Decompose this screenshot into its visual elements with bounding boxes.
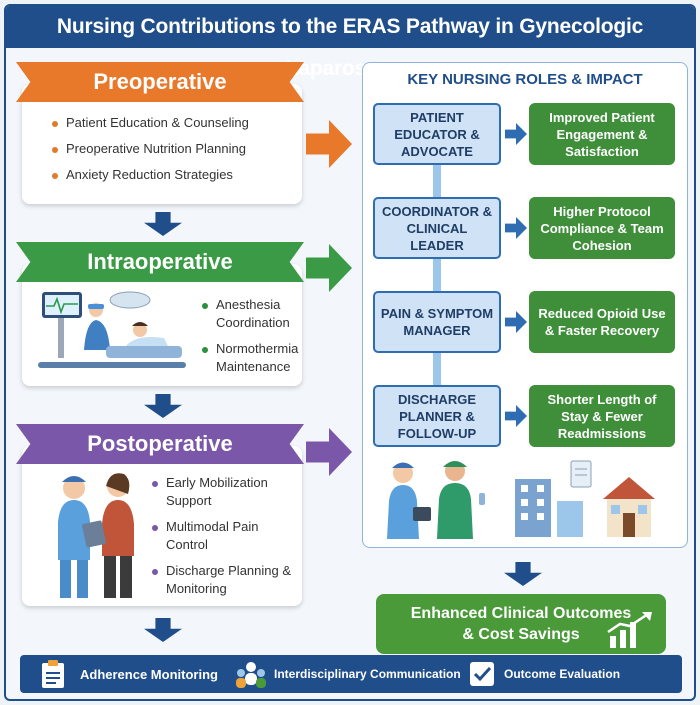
bottom-label: Outcome Evaluation	[504, 667, 621, 681]
intraoperative-card: Anesthesia Coordination Normothermia Mai…	[22, 264, 302, 386]
outcome-line1: Enhanced Clinical Outcomes	[410, 605, 632, 622]
bottom-bar: Adherence Monitoring Interdisciplinary C…	[20, 655, 682, 693]
clipboard-icon	[42, 660, 64, 688]
impact-protocol-compliance: Higher Protocol Compliance & Team Cohesi…	[529, 197, 675, 259]
impact-patient-engagement: Improved Patient Engagement & Satisfacti…	[529, 103, 675, 165]
postoperative-banner: Postoperative	[16, 424, 304, 464]
arrow-right-icon	[505, 405, 527, 427]
preoperative-banner: Preoperative	[16, 62, 304, 102]
down-arrow-icon	[504, 562, 542, 586]
arrow-right-icon	[505, 217, 527, 239]
list-item: Patient Education & Counseling	[50, 114, 249, 132]
bottom-item-evaluation: Outcome Evaluation	[468, 655, 620, 693]
purple-right-arrow-icon	[306, 428, 352, 476]
bottom-label: Interdisciplinary Communication	[274, 667, 461, 681]
role-patient-educator: PATIENT EDUCATOR & ADVOCATE	[373, 103, 501, 165]
arrow-right-icon	[505, 123, 527, 145]
checkbox-icon	[470, 662, 494, 686]
postoperative-bullets: Early Mobilization Support Multimodal Pa…	[150, 474, 300, 606]
bottom-item-adherence: Adherence Monitoring	[40, 655, 218, 693]
growth-chart-icon	[607, 612, 652, 648]
operating-room-illustration	[38, 291, 186, 368]
roles-panel-title: KEY NURSING ROLES & IMPACT	[407, 71, 643, 88]
nurse-patient-illustration	[58, 473, 134, 598]
care-team-illustration	[387, 460, 655, 539]
team-communication-icon	[236, 662, 266, 688]
bottom-label: Adherence Monitoring	[80, 666, 218, 682]
list-item: Normothermia Maintenance	[200, 340, 300, 376]
down-arrow-icon	[144, 212, 182, 236]
list-item: Anxiety Reduction Strategies	[50, 166, 249, 184]
role-coordinator: COORDINATOR & CLINICAL LEADER	[373, 197, 501, 259]
list-item: Discharge Planning & Monitoring	[150, 562, 300, 598]
page-title: Nursing Contributions to the ERAS Pathwa…	[6, 6, 694, 80]
list-item: Early Mobilization Support	[150, 474, 300, 510]
preoperative-bullets: Patient Education & Counseling Preoperat…	[50, 114, 249, 192]
outcome-line2: & Cost Savings	[462, 626, 580, 643]
postoperative-card: Early Mobilization Support Multimodal Pa…	[22, 446, 302, 606]
impact-shorter-stay: Shorter Length of Stay & Fewer Readmissi…	[529, 385, 675, 447]
list-item: Multimodal Pain Control	[150, 518, 300, 554]
diagram-frame: Nursing Contributions to the ERAS Pathwa…	[4, 4, 696, 701]
bottom-item-communication: Interdisciplinary Communication	[234, 655, 461, 693]
outcome-box: Enhanced Clinical Outcomes & Cost Saving…	[376, 594, 666, 654]
role-pain-manager: PAIN & SYMPTOM MANAGER	[373, 291, 501, 353]
green-right-arrow-icon	[306, 244, 352, 292]
down-arrow-icon	[144, 618, 182, 642]
intraoperative-banner: Intraoperative	[16, 242, 304, 282]
arrow-right-icon	[505, 311, 527, 333]
list-item: Preoperative Nutrition Planning	[50, 140, 249, 158]
roles-panel: KEY NURSING ROLES & IMPACT PATIENT EDUCA…	[362, 62, 688, 548]
down-arrow-icon	[144, 394, 182, 418]
orange-right-arrow-icon	[306, 120, 352, 168]
role-discharge-planner: DISCHARGE PLANNER & FOLLOW-UP	[373, 385, 501, 447]
impact-reduced-opioid: Reduced Opioid Use & Faster Recovery	[529, 291, 675, 353]
preoperative-card: Patient Education & Counseling Preoperat…	[22, 84, 302, 204]
intraoperative-bullets: Anesthesia Coordination Normothermia Mai…	[200, 296, 300, 384]
list-item: Anesthesia Coordination	[200, 296, 300, 332]
